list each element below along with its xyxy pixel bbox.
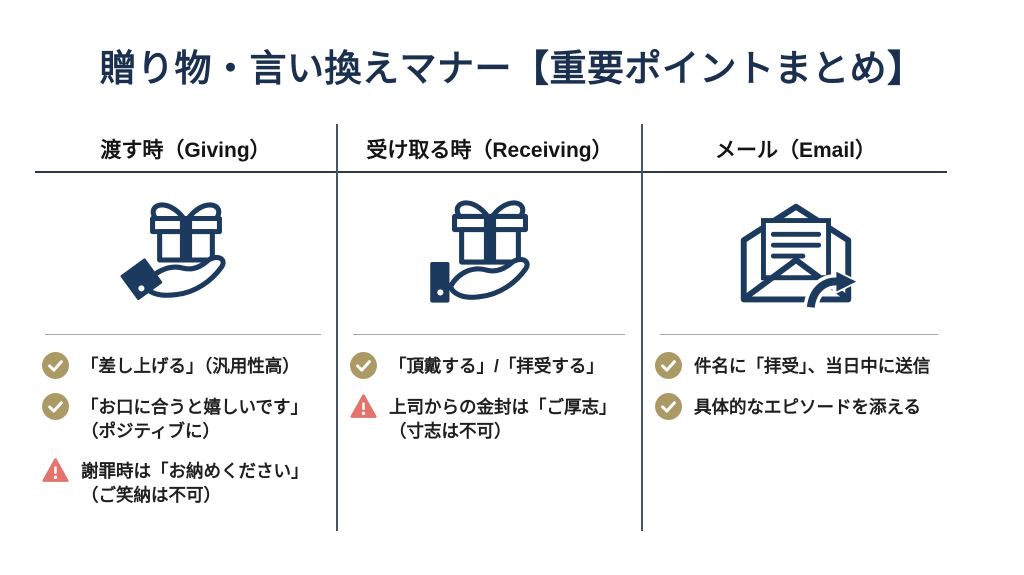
list-item-subtext: （ご笑納は不可） xyxy=(81,485,221,506)
gift-in-hand-receiving-icon xyxy=(338,183,641,333)
column-header-email: メール（Email） xyxy=(714,139,877,162)
list-item-text: 具体的なエピソードを添える xyxy=(694,397,921,417)
warning-icon xyxy=(42,457,69,484)
list-item-text: 「差し上げる」（汎用性高） xyxy=(81,356,300,376)
list-item: 謝罪時は「お納めください」 （ご笑納は不可） xyxy=(42,457,347,507)
column-divider-1 xyxy=(336,124,338,531)
list-item-text: 「お口に合うと嬉しいです」 xyxy=(81,397,308,417)
gift-in-hand-giving-icon xyxy=(35,183,336,333)
list-item-subtext: （ポジティブに） xyxy=(81,421,220,442)
list-item-subtext: （寸志は不可） xyxy=(389,421,512,442)
list-item: 「お口に合うと嬉しいです」 （ポジティブに） xyxy=(42,393,347,443)
header-underline xyxy=(35,171,947,173)
check-icon xyxy=(42,352,69,379)
column-header-giving: 渡す時（Giving） xyxy=(100,139,271,162)
check-icon xyxy=(655,393,682,420)
check-icon xyxy=(655,352,682,379)
column-separator-line xyxy=(353,334,625,335)
list-item: 「差し上げる」（汎用性高） xyxy=(42,352,347,379)
list-item-text: 件名に「拝受」、当日中に送信 xyxy=(694,356,931,376)
giving-list: 「差し上げる」（汎用性高） 「お口に合うと嬉しいです」 （ポジティブに） 謝罪時は… xyxy=(42,352,347,522)
list-item: 具体的なエピソードを添える xyxy=(655,393,995,420)
check-icon xyxy=(350,352,377,379)
warning-icon xyxy=(350,393,377,420)
email-send-icon xyxy=(643,183,948,333)
column-divider-2 xyxy=(641,124,643,531)
page-title: 贈り物・言い換えマナー【重要ポイントまとめ】 xyxy=(99,48,925,89)
list-item-text: 上司からの金封は「ご厚志」 xyxy=(389,397,617,417)
check-icon xyxy=(42,393,69,420)
email-list: 件名に「拝受」、当日中に送信 具体的なエピソードを添える xyxy=(655,352,995,434)
list-item: 「頂戴する」/「拝受する」 xyxy=(350,352,655,379)
list-item: 上司からの金封は「ご厚志」 （寸志は不可） xyxy=(350,393,655,443)
receiving-list: 「頂戴する」/「拝受する」 上司からの金封は「ご厚志」 （寸志は不可） xyxy=(350,352,655,457)
list-item-text: 謝罪時は「お納めください」 xyxy=(81,461,309,482)
column-separator-line xyxy=(660,334,938,335)
list-item-text: 「頂戴する」/「拝受する」 xyxy=(389,356,604,376)
list-item: 件名に「拝受」、当日中に送信 xyxy=(655,352,995,379)
column-header-receiving: 受け取る時（Receiving） xyxy=(366,139,613,162)
column-separator-line xyxy=(45,334,321,335)
